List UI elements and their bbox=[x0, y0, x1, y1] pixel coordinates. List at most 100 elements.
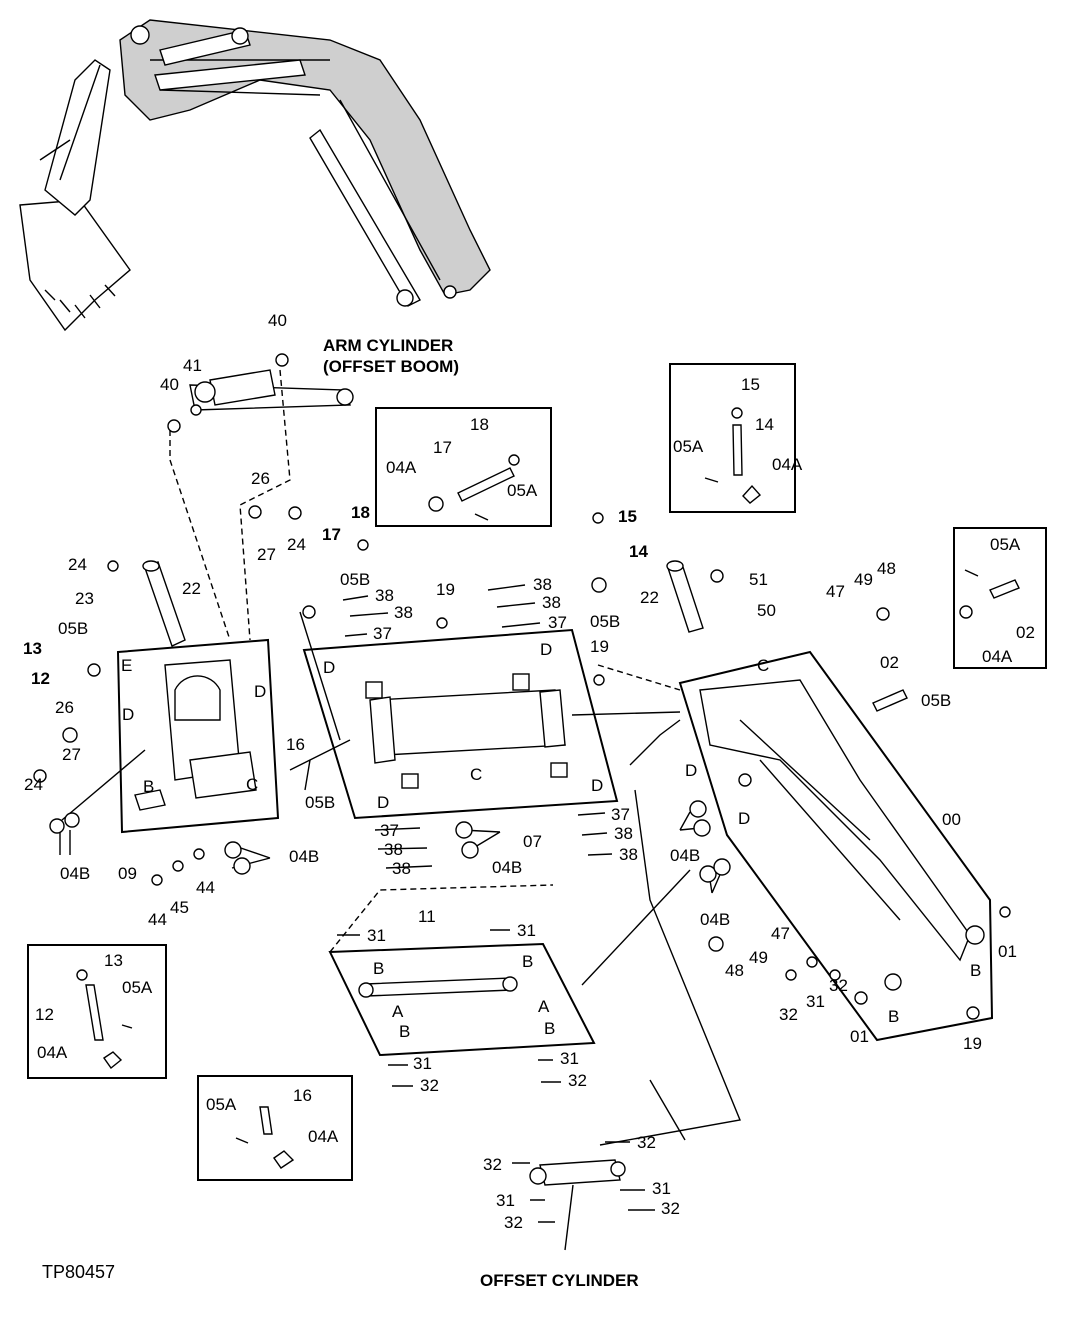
plate-07-frame bbox=[302, 628, 619, 820]
pin-02-detail bbox=[959, 569, 1020, 619]
callout-d: D bbox=[591, 776, 603, 795]
callout-05a: 05A bbox=[990, 535, 1021, 554]
arm-00-frame bbox=[678, 650, 994, 1042]
callout-05a: 05A bbox=[673, 437, 704, 456]
callout-19: 19 bbox=[963, 1034, 982, 1053]
detail-box-pin-14 bbox=[669, 363, 796, 513]
callout-37: 37 bbox=[548, 613, 567, 632]
pin-box-11-frame bbox=[328, 942, 596, 1057]
callout-05b: 05B bbox=[305, 793, 335, 812]
callout-c: C bbox=[757, 656, 769, 675]
callout-12: 12 bbox=[31, 669, 50, 688]
callout-31: 31 bbox=[496, 1191, 515, 1210]
callout-04b: 04B bbox=[289, 847, 319, 866]
callout-c: C bbox=[246, 775, 258, 794]
callout-17: 17 bbox=[322, 525, 341, 544]
callout-04a: 04A bbox=[982, 647, 1013, 666]
pin-17-detail bbox=[428, 454, 520, 521]
callout-02: 02 bbox=[880, 653, 899, 672]
callout-07: 07 bbox=[523, 832, 542, 851]
callout-12: 12 bbox=[35, 1005, 54, 1024]
callout-44: 44 bbox=[148, 910, 167, 929]
callout-24: 24 bbox=[24, 775, 43, 794]
callout-11: 11 bbox=[418, 907, 436, 926]
callout-26: 26 bbox=[251, 469, 270, 488]
callout-14: 14 bbox=[629, 542, 648, 561]
callout-32: 32 bbox=[661, 1199, 680, 1218]
callout-b: B bbox=[544, 1019, 555, 1038]
callout-05b: 05B bbox=[590, 612, 620, 631]
callout-01: 01 bbox=[998, 942, 1017, 961]
callout-51: 51 bbox=[749, 570, 768, 589]
callout-48: 48 bbox=[725, 961, 744, 980]
callout-d: D bbox=[377, 793, 389, 812]
callout-19: 19 bbox=[590, 637, 609, 656]
callout-37: 37 bbox=[611, 805, 630, 824]
callout-38: 38 bbox=[394, 603, 413, 622]
plate-07-illustration bbox=[365, 673, 568, 789]
callout-04b: 04B bbox=[670, 846, 700, 865]
callout-49: 49 bbox=[854, 570, 873, 589]
callout-15: 15 bbox=[741, 375, 760, 394]
callout-04b: 04B bbox=[700, 910, 730, 929]
callout-31: 31 bbox=[517, 921, 536, 940]
callout-32: 32 bbox=[420, 1076, 439, 1095]
callout-24: 24 bbox=[287, 535, 306, 554]
detail-box-pin-12 bbox=[27, 944, 167, 1079]
callout-04a: 04A bbox=[37, 1043, 68, 1062]
callout-04a: 04A bbox=[772, 455, 803, 474]
pin-02-right bbox=[872, 689, 908, 712]
callout-b: B bbox=[373, 959, 384, 978]
callout-38: 38 bbox=[533, 575, 552, 594]
callout-38: 38 bbox=[614, 824, 633, 843]
callout-d: D bbox=[738, 809, 750, 828]
callout-45: 45 bbox=[170, 898, 189, 917]
callout-41: 41 bbox=[183, 356, 202, 375]
hardware-parts bbox=[33, 505, 980, 1020]
leader-dashes bbox=[337, 584, 655, 1223]
callout-14: 14 bbox=[755, 415, 774, 434]
callout-31: 31 bbox=[367, 926, 386, 945]
callout-32: 32 bbox=[483, 1155, 502, 1174]
callout-40: 40 bbox=[268, 311, 287, 330]
callout-c: C bbox=[470, 765, 482, 784]
callout-01: 01 bbox=[850, 1027, 869, 1046]
callout-15: 15 bbox=[618, 507, 637, 526]
callout-31: 31 bbox=[413, 1054, 432, 1073]
arm-cylinder-title-line2: (OFFSET BOOM) bbox=[323, 357, 459, 376]
callout-d: D bbox=[323, 658, 335, 677]
callout-18: 18 bbox=[470, 415, 489, 434]
callout-b: B bbox=[143, 777, 154, 796]
callout-05a: 05A bbox=[507, 481, 538, 500]
callout-13: 13 bbox=[23, 639, 42, 658]
pin-16-detail bbox=[235, 1106, 295, 1169]
callout-d: D bbox=[254, 682, 266, 701]
callout-22: 22 bbox=[640, 588, 659, 607]
callout-47: 47 bbox=[826, 582, 845, 601]
callout-05b: 05B bbox=[58, 619, 88, 638]
pin-12-detail bbox=[76, 969, 133, 1070]
callout-05b: 05B bbox=[921, 691, 951, 710]
detail-box-pin-17 bbox=[375, 407, 552, 527]
callout-31: 31 bbox=[652, 1179, 671, 1198]
callout-00: 00 bbox=[942, 810, 961, 829]
callout-27: 27 bbox=[257, 545, 276, 564]
callout-44: 44 bbox=[196, 878, 215, 897]
callout-05a: 05A bbox=[206, 1095, 237, 1114]
pin-22-left bbox=[144, 561, 186, 647]
callout-47: 47 bbox=[771, 924, 790, 943]
callout-32: 32 bbox=[568, 1071, 587, 1090]
callout-32: 32 bbox=[829, 976, 848, 995]
callout-d: D bbox=[540, 640, 552, 659]
pin-box-11-illustration bbox=[358, 976, 518, 998]
pin-22-right bbox=[667, 563, 704, 633]
callout-22: 22 bbox=[182, 579, 201, 598]
callout-04b: 04B bbox=[492, 858, 522, 877]
callout-31: 31 bbox=[806, 992, 825, 1011]
callout-b: B bbox=[970, 961, 981, 980]
callout-40: 40 bbox=[160, 375, 179, 394]
callout-49: 49 bbox=[749, 948, 768, 967]
callout-31: 31 bbox=[560, 1049, 579, 1068]
callout-48: 48 bbox=[877, 559, 896, 578]
